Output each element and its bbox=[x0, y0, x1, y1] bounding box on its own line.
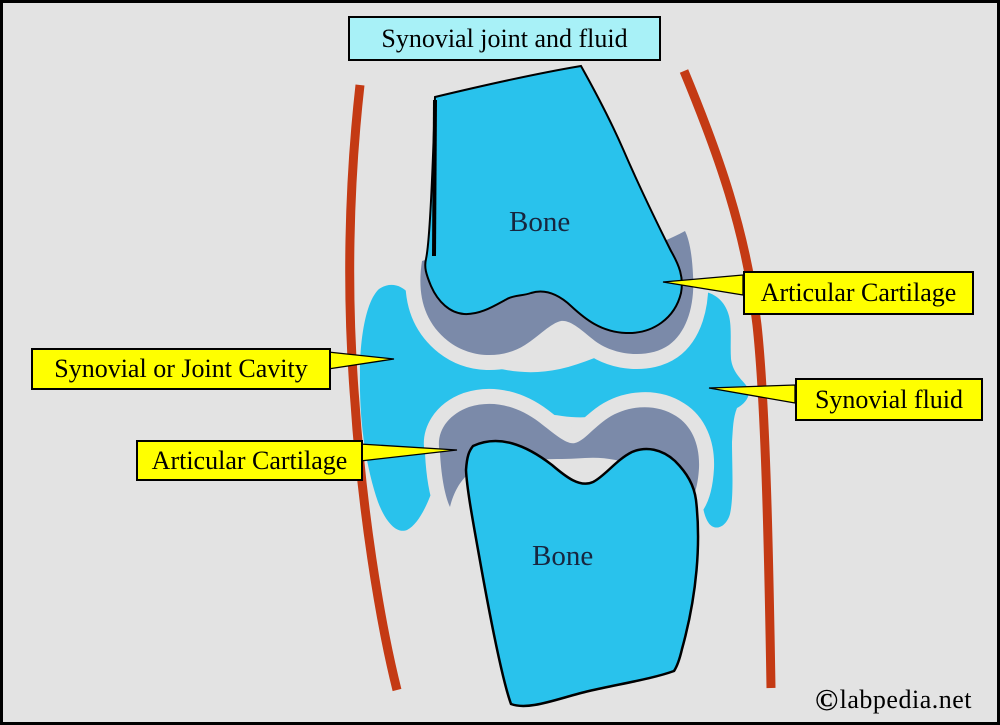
lower-bone-shape bbox=[464, 439, 700, 708]
joint-illustration bbox=[327, 64, 796, 708]
callout-articular-cartilage-lower: Articular Cartilage bbox=[136, 440, 363, 481]
callout-articular-cartilage-upper: Articular Cartilage bbox=[743, 271, 974, 315]
upper-bone-label: Bone bbox=[509, 206, 571, 238]
copyright-icon: © bbox=[815, 682, 839, 717]
joint-capsule-line-left bbox=[345, 84, 402, 692]
upper-bone-left-edge bbox=[432, 99, 437, 257]
callout-synovial-cavity: Synovial or Joint Cavity bbox=[31, 348, 331, 390]
callout-synovial-fluid: Synovial fluid bbox=[795, 378, 983, 421]
diagram-title: Synovial joint and fluid bbox=[348, 16, 661, 61]
joint-capsule-line-right bbox=[679, 69, 776, 689]
upper-bone-shape bbox=[424, 64, 683, 335]
watermark-text: labpedia.net bbox=[839, 685, 973, 714]
lower-cartilage-shape bbox=[438, 403, 700, 507]
lower-bone-label: Bone bbox=[532, 540, 594, 572]
watermark: © labpedia.net bbox=[815, 682, 973, 717]
